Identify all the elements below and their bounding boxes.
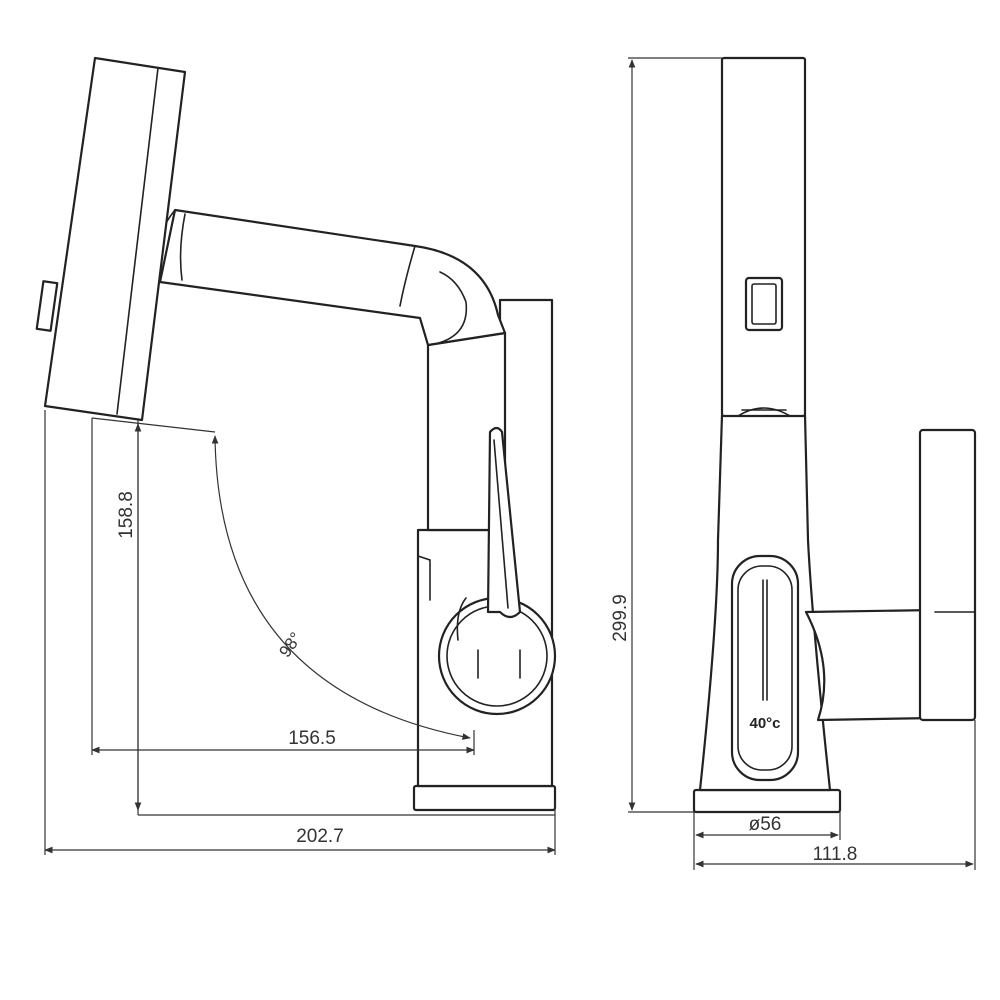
front-handle-cap [918, 428, 977, 722]
side-spray-head [43, 56, 187, 422]
front-spray-head [720, 56, 807, 418]
temperature-readout: 40°c [749, 715, 780, 732]
dim-spout-reach: 156.5 [288, 728, 336, 749]
dim-overall-height: 299.9 [610, 594, 631, 642]
dim-outlet-height: 158.8 [116, 491, 137, 539]
side-view [35, 56, 557, 812]
front-dimensions: 299.9 ø56 111.8 [610, 57, 976, 870]
dim-overall-width: 111.8 [813, 844, 858, 865]
side-base-plate [412, 784, 557, 812]
front-base-plate [692, 788, 842, 814]
dim-swivel-angle: 98° [275, 629, 305, 661]
dim-base-diameter: ø56 [749, 814, 782, 835]
side-head-button [35, 280, 59, 332]
front-head-button [744, 276, 784, 332]
side-handle-knob [437, 596, 557, 716]
side-spout-arm [158, 208, 507, 347]
front-display-window [730, 554, 800, 782]
front-view: 40°c [692, 56, 977, 814]
front-handle-stem [804, 608, 937, 722]
dim-overall-depth: 202.7 [296, 826, 344, 847]
side-lever [486, 426, 522, 619]
